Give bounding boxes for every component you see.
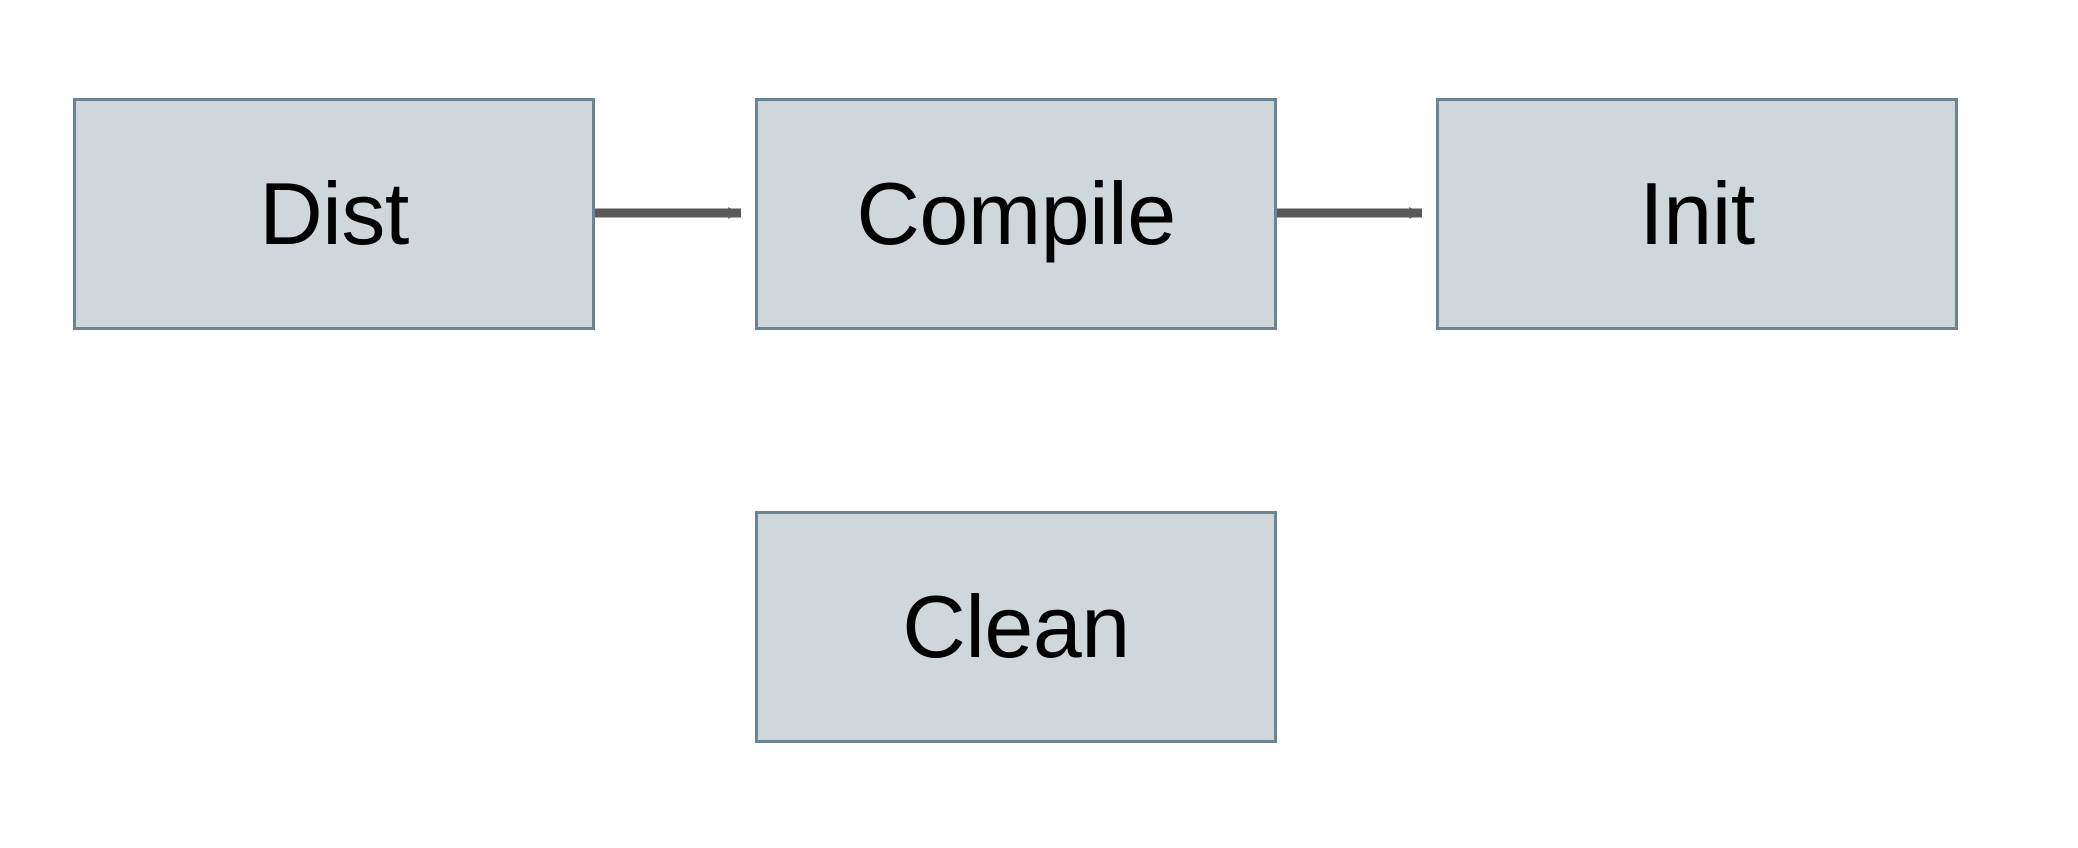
node-compile-label: Compile xyxy=(856,164,1176,263)
edge-dist-to-compile-target[interactable] xyxy=(595,191,755,235)
node-clean-label: Clean xyxy=(902,577,1130,676)
edge-compile-to-init-target[interactable] xyxy=(1277,191,1436,235)
node-dist[interactable]: Dist xyxy=(73,98,595,330)
node-init[interactable]: Init xyxy=(1436,98,1958,330)
node-clean[interactable]: Clean xyxy=(755,511,1277,743)
node-compile[interactable]: Compile xyxy=(755,98,1277,330)
node-init-label: Init xyxy=(1639,164,1755,263)
node-dist-label: Dist xyxy=(259,164,409,263)
